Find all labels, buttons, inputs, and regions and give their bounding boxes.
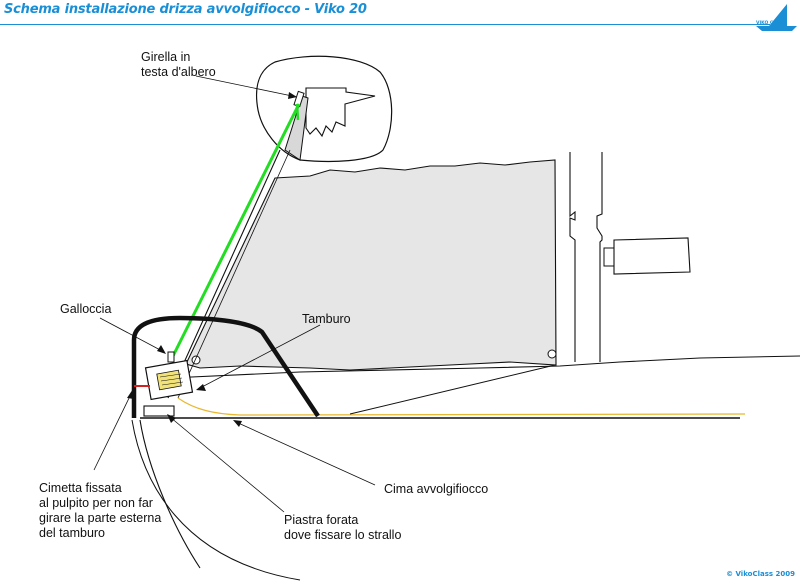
- pulpit: [131, 315, 320, 418]
- halyard-line-return: [295, 103, 300, 121]
- boom: [613, 237, 691, 275]
- mast: [569, 152, 576, 362]
- logo-hull: [756, 26, 797, 31]
- label-galloccia: Galloccia: [60, 302, 112, 316]
- mast-top: [305, 87, 376, 138]
- cleat: [167, 351, 175, 363]
- leader-girella: [195, 75, 298, 98]
- drum-spool-stripe: [159, 373, 182, 378]
- forestay-callout-top: [284, 95, 309, 161]
- mast-rear: [596, 152, 603, 362]
- label-cimetta: Cimetta fissata al pulpito per non far g…: [39, 481, 162, 540]
- label-girella: Girella in testa d'albero: [141, 50, 216, 79]
- leader-arrowhead: [127, 389, 134, 399]
- copyright: © VikoClass 2009: [726, 570, 795, 578]
- leader-arrowhead: [288, 92, 297, 99]
- leader-galloccia: [99, 317, 165, 353]
- label-cima: Cima avvolgifiocco: [384, 482, 489, 496]
- header-rule: [0, 24, 770, 25]
- masthead-callout-outline: [255, 55, 393, 163]
- label-tamburo: Tamburo: [302, 312, 351, 326]
- leader-cimetta: [93, 391, 133, 471]
- halyard-line: [170, 103, 301, 359]
- drum-spool-stripe: [160, 377, 183, 382]
- leader-arrowhead: [233, 420, 242, 427]
- leader-piastra: [169, 416, 285, 513]
- drum-spool-stripe: [161, 381, 184, 386]
- cabin-roof: [169, 355, 800, 379]
- furling-line: [177, 397, 746, 416]
- label-piastra: Piastra forata dove fissare lo strallo: [284, 513, 402, 542]
- leader-arrowhead: [196, 384, 206, 391]
- bow-profile: [139, 419, 201, 569]
- vikoclass-logo: VIKO CLASS: [756, 4, 797, 31]
- boom-gooseneck: [603, 247, 615, 267]
- diagram-title: Schema installazione drizza avvolgifiocc…: [4, 2, 367, 17]
- jib-sail: [185, 159, 557, 371]
- leader-cima: [235, 421, 376, 486]
- logo-text: VIKO CLASS: [756, 20, 786, 26]
- forestay-inner: [177, 149, 291, 399]
- sail-grommet-clew: [547, 349, 557, 359]
- logo-sail-icon: [769, 4, 787, 26]
- stem-plate: [143, 405, 175, 417]
- leader-arrowhead: [157, 345, 166, 354]
- jib-sheet: [349, 364, 556, 415]
- bow-profile-inner: [131, 419, 301, 581]
- leader-arrowhead: [167, 414, 176, 423]
- forestay: [167, 149, 281, 399]
- leader-tamburo: [199, 324, 321, 389]
